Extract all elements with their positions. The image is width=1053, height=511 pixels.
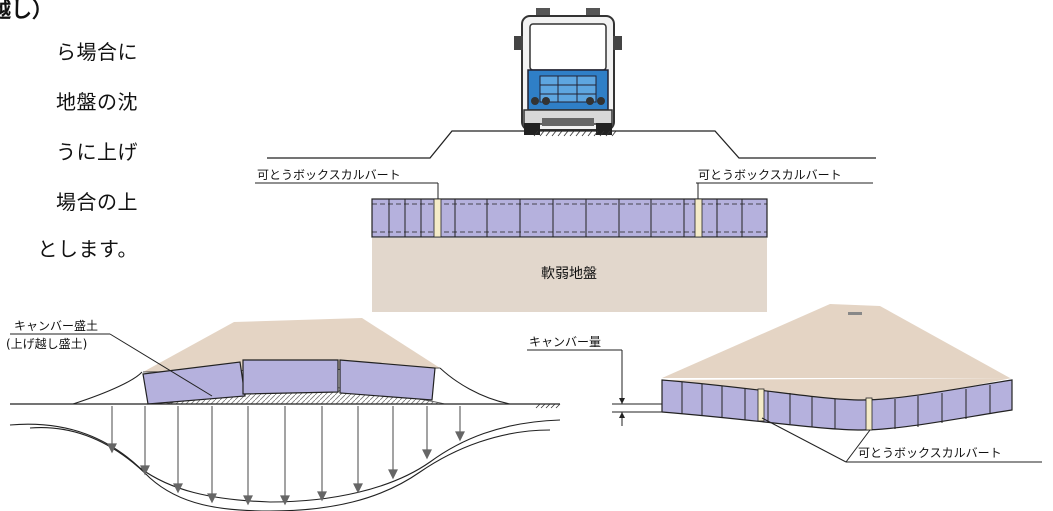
- intro-line-3: うに上げ: [56, 140, 138, 164]
- camber-fill-diagram: キャンバー盛土 (上げ越し盛土): [6, 318, 561, 511]
- settlement-arrows: [107, 406, 465, 506]
- soft-ground-block: [372, 238, 767, 312]
- soft-ground-label: 軟弱地盤: [541, 266, 597, 282]
- camber-fill-label: キャンバー盛土: [14, 318, 98, 333]
- camber-amount-diagram: キャンバー量 可とうボックスカルバート: [527, 304, 1042, 463]
- intro-text-block: 越し） ら場合に 地盤の沈 うに上げ 場合の上 とします。: [0, 0, 140, 261]
- camber-amount-label: キャンバー量: [529, 335, 601, 349]
- section-heading: 越し）: [0, 0, 53, 22]
- culvert-label-bottom: 可とうボックスカルバート: [858, 446, 1002, 460]
- intro-line-1: ら場合に: [56, 40, 138, 64]
- top-diagram: 可とうボックスカルバート 可とうボックスカルバート: [255, 8, 876, 312]
- truck-illustration: [514, 8, 622, 135]
- box-culvert-strip: [371, 198, 768, 238]
- culvert-segments: [681, 382, 991, 429]
- camber-fill-sub-label: (上げ越し盛土): [6, 336, 87, 351]
- culvert-label-left: 可とうボックスカルバート: [257, 168, 401, 182]
- intro-line-2: 地盤の沈: [56, 90, 138, 114]
- intro-line-5: とします。: [37, 237, 138, 261]
- intro-line-4: 場合の上: [56, 190, 138, 214]
- road-hatch: [533, 130, 617, 137]
- culvert-label-right: 可とうボックスカルバート: [698, 168, 842, 182]
